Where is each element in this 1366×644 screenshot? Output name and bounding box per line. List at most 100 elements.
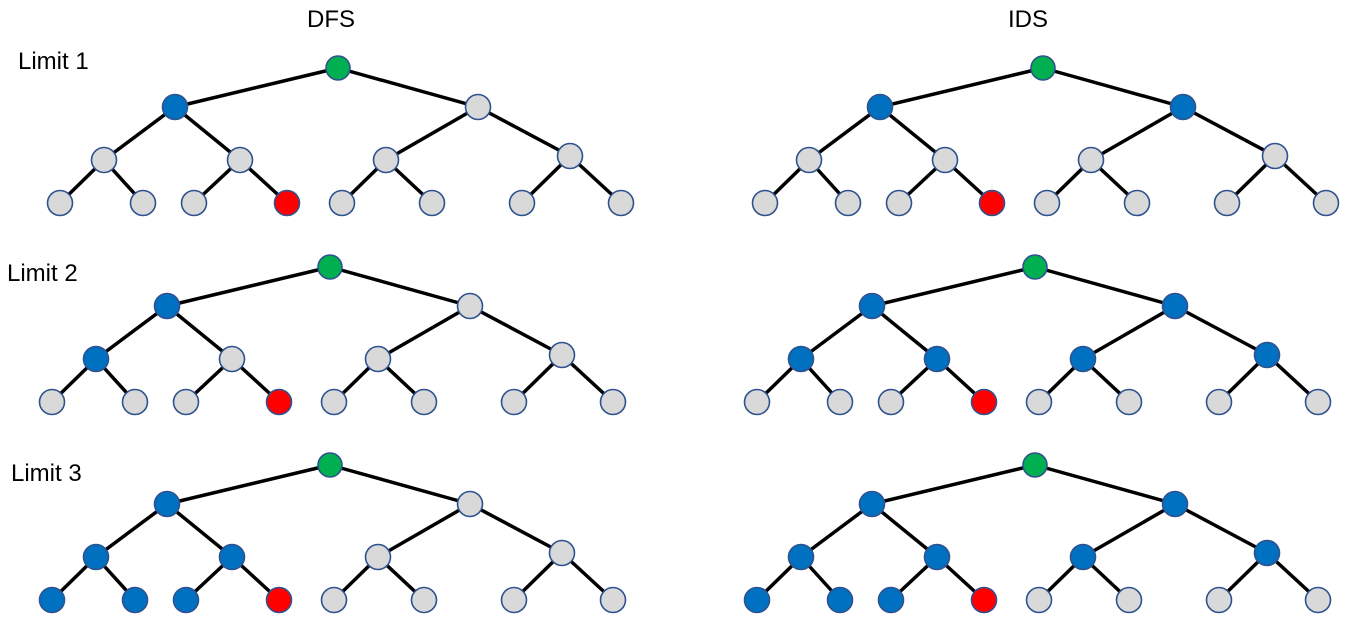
tree-dfs-row1-node-l2-3-gray — [556, 142, 584, 170]
tree-ids-row1-edge-l1-l2-0 — [807, 105, 882, 162]
tree-ids-row3-node-l2-1-blue — [923, 543, 951, 571]
tree-dfs-row3-node-l3-7-gray — [599, 586, 627, 614]
tree-ids-row2-node-root-green — [1022, 254, 1048, 280]
tree-ids-row3-node-root-green — [1022, 452, 1048, 478]
tree-dfs-row1-node-l3-0-gray — [46, 189, 74, 217]
tree-dfs-row3-node-l2-0-blue — [82, 543, 110, 571]
tree-dfs-row1-node-l2-0-gray — [90, 146, 118, 174]
tree-ids-row1-edge-l1-l2-1 — [878, 105, 947, 162]
tree-dfs-row3-node-l2-3-gray — [548, 539, 576, 567]
tree-dfs-row1-node-l3-2-gray — [180, 189, 208, 217]
tree-dfs-row2-node-l2-1-gray — [218, 345, 246, 373]
tree-dfs-row1-node-l3-1-gray — [129, 189, 157, 217]
tree-dfs-row1-node-l3-5-gray — [418, 189, 446, 217]
tree-ids-row2-node-l3-0-gray — [743, 388, 771, 416]
tree-dfs-row3-node-l1-0-blue — [153, 490, 181, 518]
tree-ids-row3-edge-root-l1-1 — [1034, 463, 1176, 506]
tree-ids-row3-node-l2-2-blue — [1069, 543, 1097, 571]
tree-ids-row2-node-l2-0-blue — [787, 345, 815, 373]
tree-dfs-row1-node-l1-0-blue — [161, 93, 189, 121]
tree-ids-row1-node-l2-3-gray — [1261, 142, 1289, 170]
tree-ids-row1-edge-root-l1-1 — [1042, 66, 1184, 109]
tree-ids-row1-edge-l1-l2-2 — [1090, 105, 1184, 162]
tree-ids-row1-node-l3-2-gray — [885, 189, 913, 217]
tree-dfs-row3-node-l2-2-gray — [364, 543, 392, 571]
tree-dfs-row3-node-root-green — [317, 452, 343, 478]
tree-ids-row1-edge-root-l1-0 — [879, 66, 1044, 109]
column-title-ids: IDS — [1008, 6, 1049, 33]
tree-dfs-row1-node-l3-6-gray — [508, 189, 536, 217]
tree-dfs-row3-node-l1-1-gray — [456, 490, 484, 518]
tree-ids-row2-node-l3-2-gray — [877, 388, 905, 416]
tree-ids-row1-node-l3-4-gray — [1033, 189, 1061, 217]
tree-dfs-row2-edge-l1-l2-1 — [165, 304, 234, 361]
tree-dfs-row1-node-root-green — [325, 55, 351, 81]
tree-dfs-row1-edge-l1-l2-0 — [102, 105, 177, 162]
tree-ids-row3-node-l3-5-gray — [1115, 586, 1143, 614]
tree-ids-row3-node-l2-0-blue — [787, 543, 815, 571]
tree-dfs-row1-edge-l1-l2-2 — [385, 105, 479, 162]
tree-dfs-row3-edge-l1-l2-3 — [469, 502, 563, 555]
tree-ids-row3-edge-root-l1-0 — [871, 463, 1036, 506]
tree-ids-row2-node-l2-2-blue — [1069, 345, 1097, 373]
tree-ids-row2-node-l2-3-blue — [1253, 341, 1281, 369]
tree-ids-row2-node-l2-1-blue — [923, 345, 951, 373]
tree-dfs-row3-node-l3-2-blue — [172, 586, 200, 614]
tree-ids-row1-node-l3-6-gray — [1213, 189, 1241, 217]
tree-ids-row2-edge-root-l1-1 — [1034, 265, 1176, 308]
tree-ids-row3-node-l2-3-blue — [1253, 539, 1281, 567]
tree-ids-row1-node-l3-7-gray — [1312, 189, 1340, 217]
tree-ids-row2-node-l3-4-gray — [1025, 388, 1053, 416]
tree-ids-row3-edge-l1-l2-3 — [1174, 502, 1268, 555]
tree-ids-row1-node-l2-0-gray — [795, 146, 823, 174]
tree-dfs-row3-node-l3-6-gray — [500, 586, 528, 614]
tree-ids-row3-edge-l1-l2-2 — [1082, 502, 1176, 559]
tree-ids-row3-node-l3-1-blue — [826, 586, 854, 614]
row-label-limit-3: Limit 3 — [11, 460, 82, 487]
tree-dfs-row1-node-l1-1-gray — [464, 93, 492, 121]
tree-ids-row1-node-l3-5-gray — [1123, 189, 1151, 217]
tree-ids-row2-edge-l1-l2-2 — [1082, 304, 1176, 361]
tree-dfs-row2-node-l3-0-gray — [38, 388, 66, 416]
tree-dfs-row2-node-l1-0-blue — [153, 292, 181, 320]
tree-dfs-row1-node-l2-1-gray — [226, 146, 254, 174]
tree-dfs-row3-node-l3-4-gray — [320, 586, 348, 614]
tree-ids-row1-node-l2-2-gray — [1077, 146, 1105, 174]
tree-dfs-row3-node-l3-5-gray — [410, 586, 438, 614]
tree-ids-row3-node-l3-6-gray — [1205, 586, 1233, 614]
tree-dfs-row2-node-l2-0-blue — [82, 345, 110, 373]
tree-ids-row3-node-l3-0-blue — [743, 586, 771, 614]
tree-dfs-row2-node-l1-1-gray — [456, 292, 484, 320]
row-label-limit-1: Limit 1 — [18, 48, 89, 75]
tree-ids-row3-node-l1-0-blue — [858, 490, 886, 518]
tree-dfs-row3-node-l3-3-red — [265, 586, 293, 614]
tree-dfs-row3-node-l3-0-blue — [38, 586, 66, 614]
tree-dfs-row2-edge-l1-l2-2 — [377, 304, 471, 361]
tree-dfs-row1-node-l3-3-red — [273, 189, 301, 217]
tree-ids-row3-node-l3-3-red — [970, 586, 998, 614]
tree-dfs-row3-edge-l1-l2-2 — [377, 502, 471, 559]
tree-ids-row3-edge-l1-l2-0 — [799, 502, 874, 559]
tree-ids-row3-node-l3-4-gray — [1025, 586, 1053, 614]
tree-dfs-row2-node-l3-3-red — [265, 388, 293, 416]
tree-dfs-row2-edge-root-l1-0 — [166, 265, 331, 308]
tree-ids-row2-node-l1-0-blue — [858, 292, 886, 320]
tree-dfs-row2-edge-l1-l2-0 — [94, 304, 169, 361]
tree-dfs-row2-node-l3-1-gray — [121, 388, 149, 416]
tree-ids-row2-node-l1-1-blue — [1161, 292, 1189, 320]
tree-dfs-row3-node-l2-1-blue — [218, 543, 246, 571]
tree-ids-row2-node-l3-1-gray — [826, 388, 854, 416]
tree-ids-row1-node-l3-3-red — [978, 189, 1006, 217]
tree-ids-row1-node-l1-1-blue — [1169, 93, 1197, 121]
tree-dfs-row1-edge-l1-l2-3 — [477, 105, 571, 158]
tree-dfs-row3-edge-l1-l2-1 — [165, 502, 234, 559]
tree-dfs-row1-edge-root-l1-1 — [337, 66, 479, 109]
tree-ids-row2-node-l3-5-gray — [1115, 388, 1143, 416]
tree-ids-row1-node-l1-0-blue — [866, 93, 894, 121]
tree-ids-row3-node-l1-1-blue — [1161, 490, 1189, 518]
tree-dfs-row2-edge-l1-l2-3 — [469, 304, 563, 357]
tree-dfs-row2-node-l3-7-gray — [599, 388, 627, 416]
column-title-dfs: DFS — [307, 6, 355, 33]
tree-dfs-row3-edge-root-l1-0 — [166, 463, 331, 506]
